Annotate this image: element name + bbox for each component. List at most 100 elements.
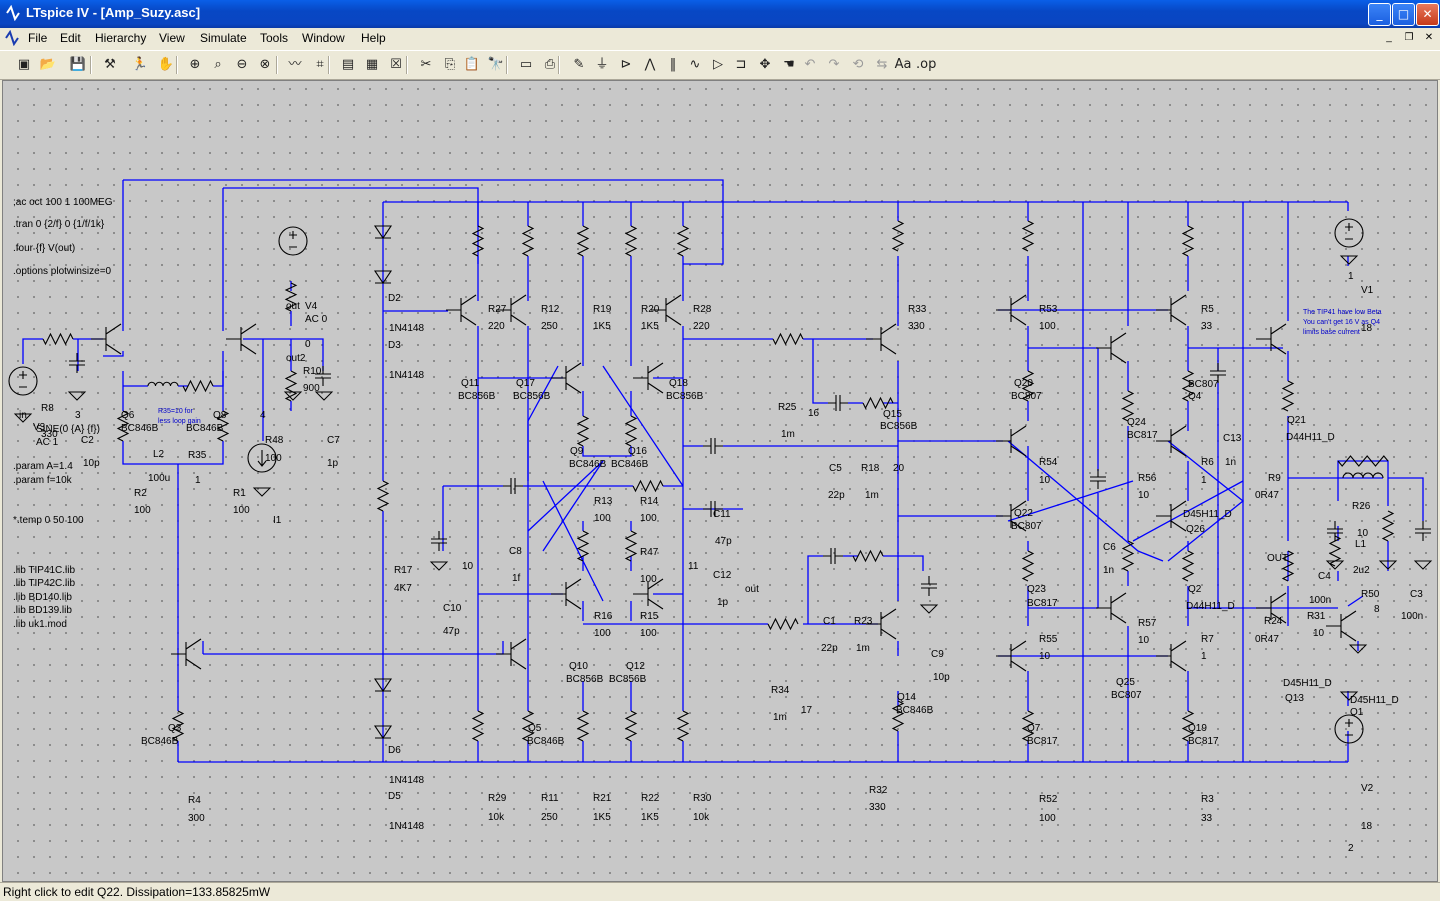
capacitor-symbol[interactable]	[69, 353, 85, 373]
open-icon[interactable]: 📂	[39, 57, 57, 72]
new-schematic-icon[interactable]: ▣	[17, 57, 31, 72]
pnp-transistor-symbol[interactable]	[1256, 592, 1287, 624]
pnp-transistor-symbol[interactable]	[1096, 592, 1127, 624]
resistor-symbol[interactable]	[676, 225, 690, 257]
menu-view[interactable]: View	[159, 31, 185, 45]
pnp-transistor-symbol[interactable]	[651, 294, 682, 326]
voltage-source-symbol[interactable]	[1334, 714, 1364, 744]
diode-symbol[interactable]	[373, 225, 393, 239]
inductor-symbol[interactable]	[1342, 472, 1384, 479]
resistor-symbol[interactable]	[171, 710, 185, 742]
menu-window[interactable]: Window	[302, 31, 345, 45]
paste-icon[interactable]: 📋	[463, 57, 481, 72]
resistor-symbol[interactable]	[1328, 535, 1342, 567]
npn-transistor-symbol[interactable]	[996, 640, 1027, 672]
autorange-icon[interactable]: ⌗	[316, 57, 324, 72]
spice-directive[interactable]: .param f=10k	[13, 475, 73, 486]
zoom-out-icon[interactable]: ⊖	[236, 57, 248, 72]
zoom-in-icon[interactable]: ⊕	[189, 57, 201, 72]
menu-tools[interactable]: Tools	[260, 31, 289, 45]
zoom-cancel-icon[interactable]: ⊗	[259, 57, 271, 72]
pnp-transistor-symbol[interactable]	[496, 294, 527, 326]
capacitor-symbol[interactable]	[703, 438, 723, 454]
resistor-symbol[interactable]	[216, 410, 230, 442]
diode-icon[interactable]: ▷	[713, 57, 723, 72]
capacitor-symbol[interactable]	[828, 395, 848, 411]
spice-directive[interactable]: .lib TIP41C.lib	[13, 565, 76, 576]
inductor-icon[interactable]: ∿	[689, 57, 701, 72]
npn-transistor-symbol[interactable]	[1156, 640, 1187, 672]
text-icon[interactable]: Aa	[894, 57, 912, 72]
resistor-symbol[interactable]	[284, 370, 298, 402]
tile-icon[interactable]: ▤	[341, 57, 355, 72]
control-panel-icon[interactable]: ⚒	[104, 57, 116, 72]
mdi-restore-button[interactable]: ❐	[1404, 32, 1414, 43]
npn-transistor-symbol[interactable]	[1156, 500, 1187, 532]
wire-icon[interactable]: ✎	[573, 57, 585, 72]
mdi-close-button[interactable]: ✕	[1424, 32, 1434, 43]
spice-directive-icon[interactable]: .op	[916, 57, 937, 72]
capacitor-symbol[interactable]	[1210, 363, 1226, 383]
pnp-transistor-symbol[interactable]	[1156, 425, 1187, 457]
resistor-symbol[interactable]	[471, 225, 485, 257]
npn-transistor-symbol[interactable]	[91, 323, 122, 355]
print-setup-icon[interactable]: ▭	[519, 57, 533, 72]
menu-edit[interactable]: Edit	[60, 31, 81, 45]
close-window-icon[interactable]: ☒	[390, 57, 402, 72]
spice-directive[interactable]: .lib TIP42C.lib	[13, 578, 76, 589]
npn-transistor-symbol[interactable]	[171, 638, 202, 670]
minimize-button[interactable]: _	[1368, 3, 1391, 26]
spice-directive[interactable]: .tran 0 {2/f} 0 {1/f/1k}	[13, 219, 105, 230]
capacitor-symbol[interactable]	[1090, 469, 1106, 489]
resistor-symbol[interactable]	[624, 530, 638, 562]
cut-icon[interactable]: ✂	[420, 57, 432, 72]
resistor-symbol[interactable]	[471, 710, 485, 742]
pnp-transistor-symbol[interactable]	[996, 425, 1027, 457]
diode-symbol[interactable]	[373, 725, 393, 739]
resistor-symbol[interactable]	[182, 379, 214, 393]
run-icon[interactable]: 🏃	[131, 57, 149, 72]
current-source-symbol[interactable]	[247, 443, 277, 473]
resistor-symbol[interactable]	[1281, 550, 1295, 582]
ground-icon[interactable]: ⏚	[595, 57, 609, 72]
resistor-symbol[interactable]	[1021, 370, 1035, 402]
rotate-icon[interactable]: ⟲	[852, 57, 864, 72]
capacitor-symbol[interactable]	[823, 548, 843, 564]
npn-transistor-symbol[interactable]	[633, 362, 664, 394]
capacitor-icon[interactable]: ‖	[669, 57, 677, 72]
pnp-transistor-symbol[interactable]	[633, 578, 664, 610]
spice-directive[interactable]: .options plotwinsize=0	[13, 266, 112, 277]
menu-hierarchy[interactable]: Hierarchy	[95, 31, 147, 45]
resistor-symbol[interactable]	[676, 710, 690, 742]
component-icon[interactable]: ⊐	[735, 57, 747, 72]
resistor-symbol[interactable]	[116, 410, 130, 442]
menu-help[interactable]: Help	[361, 31, 386, 45]
resistor-symbol[interactable]	[767, 617, 799, 631]
spice-directive[interactable]: .lib uk1.mod	[13, 619, 67, 630]
capacitor-symbol[interactable]	[921, 576, 937, 596]
pnp-transistor-symbol[interactable]	[1156, 294, 1187, 326]
mirror-icon[interactable]: ⇆	[876, 57, 888, 72]
capacitor-symbol[interactable]	[1415, 521, 1431, 541]
halt-icon[interactable]: ✋	[157, 57, 175, 72]
resistor-symbol[interactable]	[772, 332, 804, 346]
drag-icon[interactable]: ☚	[783, 57, 795, 72]
diode-symbol[interactable]	[373, 678, 393, 692]
resistor-symbol[interactable]	[624, 225, 638, 257]
resistor-symbol[interactable]	[521, 225, 535, 257]
waveform-icon[interactable]: 〰	[288, 57, 302, 72]
resistor-symbol[interactable]	[1021, 710, 1035, 742]
capacitor-symbol[interactable]	[503, 478, 523, 494]
resistor-symbol[interactable]	[1121, 390, 1135, 422]
resistor-symbol[interactable]	[852, 549, 884, 563]
voltage-source-symbol[interactable]	[1334, 218, 1364, 248]
npn-transistor-symbol[interactable]	[551, 362, 582, 394]
resistor-symbol[interactable]	[1337, 455, 1389, 467]
resistor-symbol[interactable]	[624, 710, 638, 742]
voltage-source-symbol[interactable]	[8, 366, 38, 396]
spice-directive[interactable]: .four {f} V(out)	[13, 243, 75, 254]
npn-transistor-symbol[interactable]	[1256, 323, 1287, 355]
capacitor-symbol[interactable]	[1327, 521, 1343, 541]
redo-icon[interactable]: ↷	[828, 57, 840, 72]
label-icon[interactable]: ⊳	[620, 57, 632, 72]
